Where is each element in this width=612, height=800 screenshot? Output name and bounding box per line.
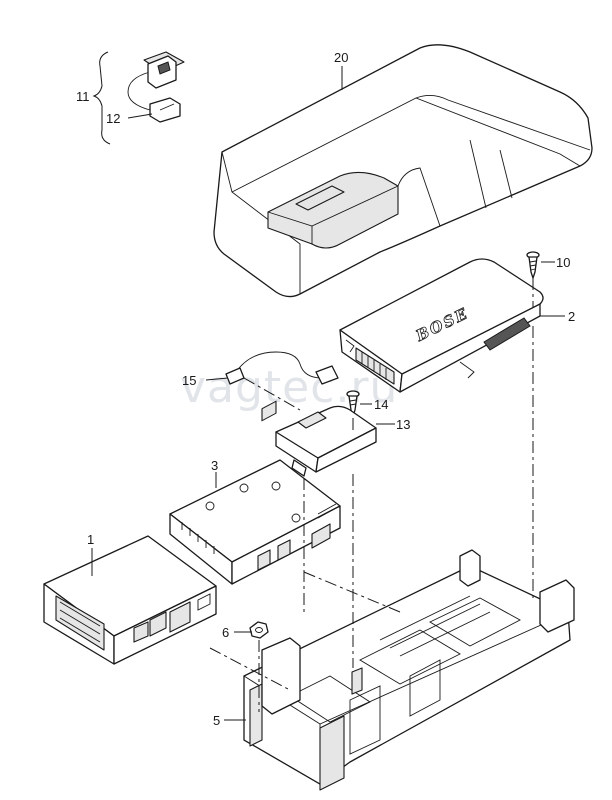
leader-lines <box>91 66 565 721</box>
callouts: 20 11 12 10 2 15 14 13 3 1 6 5 <box>76 50 575 728</box>
part-20-trim-cover[interactable] <box>213 44 593 298</box>
callout-20: 20 <box>334 50 348 65</box>
callout-13: 13 <box>396 417 410 432</box>
callout-12: 12 <box>106 111 120 126</box>
callout-3: 3 <box>211 458 218 473</box>
callout-5: 5 <box>213 713 220 728</box>
part-14-screw[interactable] <box>346 390 360 417</box>
part-10-screw[interactable] <box>526 251 540 279</box>
callout-11: 11 <box>76 89 90 104</box>
callout-6: 6 <box>222 625 229 640</box>
part-3-tuner-unit[interactable] <box>169 400 341 585</box>
part-2-amplifier[interactable]: BOSE <box>339 258 544 393</box>
callout-2: 2 <box>568 309 575 324</box>
watermark-text: vagtec.ru <box>180 362 398 413</box>
part-1-radio-unit[interactable] <box>43 535 217 665</box>
part-11-wiring-harness[interactable] <box>92 51 185 145</box>
part-13-control-module[interactable] <box>275 405 377 477</box>
callout-14: 14 <box>374 397 388 412</box>
callout-15: 15 <box>182 373 196 388</box>
part-5-mounting-bracket[interactable] <box>243 549 575 791</box>
callout-1: 1 <box>87 532 94 547</box>
callout-10: 10 <box>556 255 570 270</box>
part-6-nut[interactable] <box>249 621 269 639</box>
assembly-lines <box>209 278 534 712</box>
